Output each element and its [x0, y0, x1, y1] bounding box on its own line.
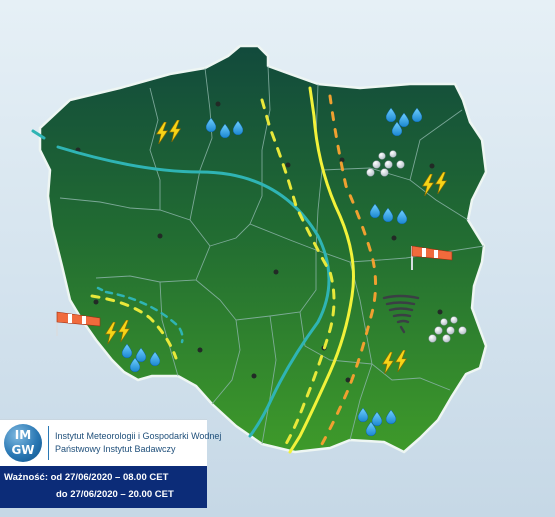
- tornado-icon: [382, 294, 420, 334]
- validity-banner: Ważność: od 27/06/2020 – 08.00 CET do 27…: [0, 466, 207, 508]
- windsock-icon: [56, 311, 101, 336]
- yellow-dashed-front-southwest: [90, 294, 178, 360]
- logo-text-bottom: GW: [11, 443, 35, 457]
- orange-dashed-convergence: [320, 94, 378, 446]
- validity-from: Ważność: od 27/06/2020 – 08.00 CET: [4, 472, 169, 483]
- front-line: [288, 86, 355, 454]
- windsock-icon: [411, 245, 453, 270]
- imgw-logo: IM GW: [4, 424, 42, 462]
- logo-divider: [48, 426, 49, 460]
- country-land: [38, 44, 488, 454]
- institute-subtitle: Państwowy Instytut Badawczy: [55, 444, 176, 454]
- region-borders: [59, 65, 485, 445]
- institute-logo-panel: IM GW Instytut Meteorologii i Gospodarki…: [0, 419, 221, 466]
- trough-line: [31, 129, 331, 438]
- logo-text-top: IM: [14, 428, 32, 442]
- institute-name: Instytut Meteorologii i Gospodarki Wodne…: [55, 431, 222, 441]
- yellow-dashed-front-west: [260, 98, 336, 446]
- validity-to: do 27/06/2020 – 20.00 CET: [56, 489, 174, 500]
